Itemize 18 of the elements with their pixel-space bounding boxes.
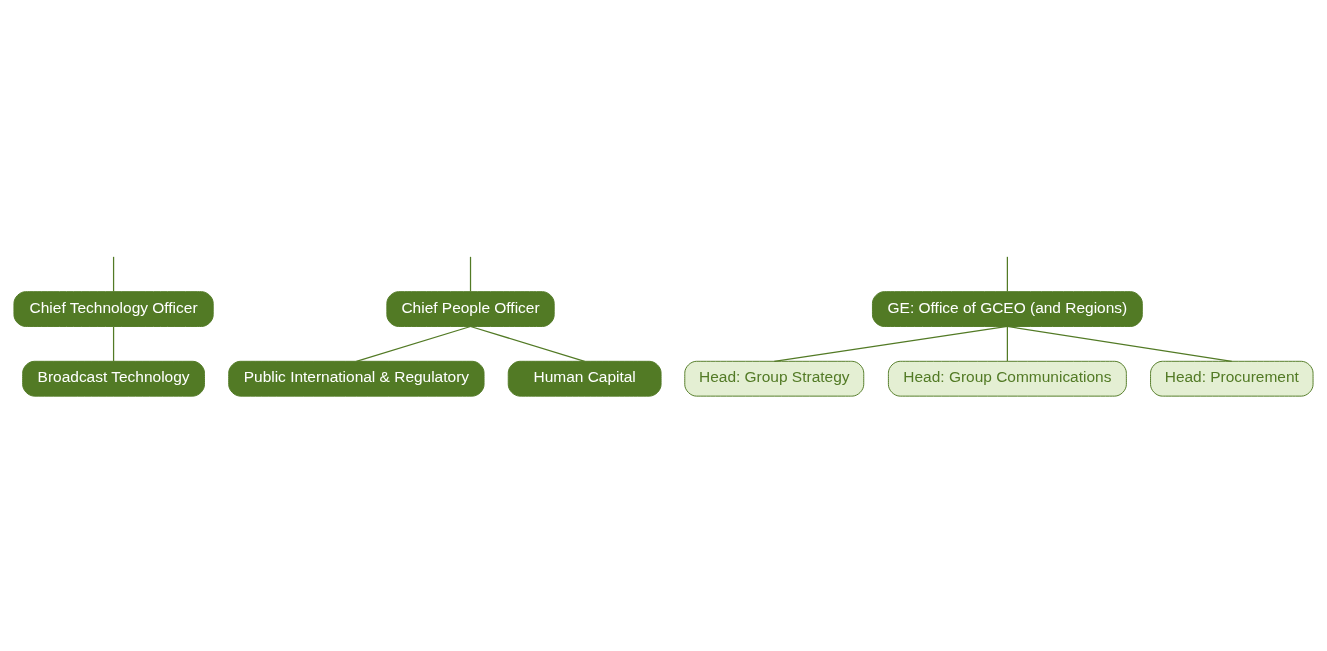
connector	[469, 325, 586, 362]
node-box: Chief People Officer	[386, 290, 555, 327]
node-box: Public International & Regulatory	[228, 360, 485, 397]
connector	[469, 255, 472, 292]
node-box: Broadcast Technology	[22, 360, 205, 397]
node-box: Head: Procurement	[1150, 360, 1314, 397]
connector	[1006, 325, 1233, 362]
node-box: Human Capital	[507, 360, 662, 397]
connector	[773, 325, 1008, 362]
node-box: Head: Group Strategy	[684, 360, 865, 397]
connector	[112, 325, 115, 362]
connector	[355, 325, 472, 362]
connector	[1006, 325, 1008, 362]
connector	[1006, 255, 1008, 292]
node-box: Head: Group Communications	[887, 360, 1127, 397]
connector	[112, 255, 115, 292]
node-box: Chief Technology Officer	[13, 290, 214, 327]
node-box: GE: Office of GCEO (and Regions)	[871, 290, 1143, 327]
